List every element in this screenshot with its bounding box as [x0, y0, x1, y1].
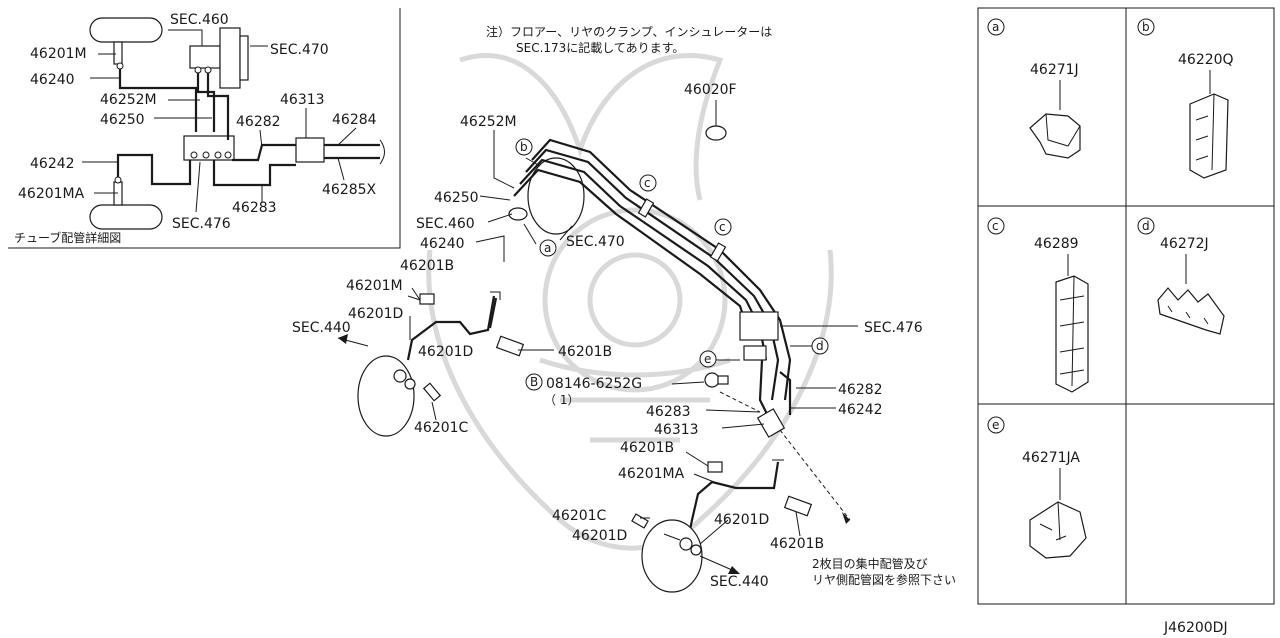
label-46201d-upper: 46201D — [348, 306, 403, 322]
svg-text:d: d — [816, 339, 824, 353]
inset-label-46240: 46240 — [30, 72, 75, 88]
label-46240: 46240 — [420, 236, 465, 252]
bolt-label-group: B 08146-6252G （ 1） — [525, 373, 642, 407]
part-letter-c: c — [992, 219, 999, 233]
callout-e-main: e — [699, 350, 717, 368]
label-sec476: SEC.476 — [864, 320, 923, 336]
part-letter-d: d — [1142, 219, 1150, 233]
label-46201ma: 46201MA — [618, 466, 685, 482]
label-46201b-upper: 46201B — [400, 258, 454, 274]
inset-label-46242: 46242 — [30, 156, 75, 172]
diagram-id: J46200DJ — [1163, 620, 1228, 636]
part-letter-e: e — [992, 418, 999, 432]
label-46201b-upper-2: 46201B — [558, 344, 612, 360]
note-line-1: 注）フロアー、リヤのクランプ、インシュレーターは — [486, 24, 772, 39]
svg-text:e: e — [704, 352, 711, 366]
part-number-46272j: 46272J — [1160, 236, 1209, 252]
label-bolt-08146-6252g: 08146-6252G — [546, 376, 642, 392]
part-number-46289: 46289 — [1034, 236, 1079, 252]
svg-text:B: B — [530, 375, 538, 389]
inset-label-46285x: 46285X — [322, 182, 377, 198]
callout-c-main-1: c — [639, 174, 657, 192]
rear-note-line-2: リヤ側配管図を参照下さい — [812, 572, 956, 587]
label-46201c-upper: 46201C — [414, 420, 469, 436]
svg-text:a: a — [544, 241, 551, 255]
label-46201d-lower: 46201D — [572, 528, 627, 544]
label-46201b-lower: 46201B — [620, 440, 674, 456]
label-sec470: SEC.470 — [566, 234, 625, 250]
label-46282: 46282 — [838, 382, 883, 398]
label-46201b-lower-2: 46201B — [770, 536, 824, 552]
inset-label-46283: 46283 — [232, 200, 277, 216]
inset-label-sec470: SEC.470 — [270, 42, 329, 58]
part-cell-d: d 46272J — [1137, 217, 1225, 335]
label-sec440-lower: SEC.440 — [710, 574, 769, 590]
label-46313: 46313 — [654, 422, 699, 438]
inset-panel — [8, 8, 401, 249]
main-piping-drawing — [337, 100, 858, 593]
inset-caption: チューブ配管詳細図 — [14, 230, 121, 245]
label-46201d-upper-2: 46201D — [418, 344, 473, 360]
parts-grid: a 46271J b 46220Q c 46289 d — [977, 7, 1275, 605]
part-cell-b: b 46220Q — [1137, 18, 1234, 179]
label-bolt-qty: （ 1） — [544, 393, 579, 407]
rear-note-line-1: 2枚目の集中配管及び — [812, 556, 928, 571]
part-cell-c: c 46289 — [987, 217, 1089, 393]
part-letter-b: b — [1142, 20, 1150, 34]
inset-label-46250: 46250 — [100, 112, 145, 128]
label-46252m: 46252M — [460, 114, 517, 130]
svg-text:c: c — [719, 220, 726, 234]
note-line-2: SEC.173に記載してあります。 — [516, 40, 684, 55]
callout-a-main: a — [539, 239, 557, 257]
part-letter-a: a — [992, 20, 999, 34]
label-46250: 46250 — [434, 190, 479, 206]
inset-label-46201ma: 46201MA — [18, 186, 85, 202]
inset-label-46252m: 46252M — [100, 92, 157, 108]
callout-d-main: d — [811, 337, 829, 355]
label-46201c-lower: 46201C — [552, 508, 607, 524]
callout-c-main-2: c — [714, 218, 732, 236]
part-number-46220q: 46220Q — [1178, 52, 1234, 68]
inset-label-46284: 46284 — [332, 112, 377, 128]
svg-text:b: b — [520, 140, 528, 154]
inset-label-46313: 46313 — [280, 92, 325, 108]
part-number-46271ja: 46271JA — [1022, 450, 1080, 466]
label-46201m: 46201M — [346, 278, 403, 294]
watermark-emblem — [426, 53, 834, 551]
svg-text:c: c — [644, 176, 651, 190]
part-number-46271j: 46271J — [1030, 62, 1079, 78]
inset-label-sec460: SEC.460 — [170, 12, 229, 28]
inset-label-sec476: SEC.476 — [172, 216, 231, 232]
part-cell-a: a 46271J — [987, 18, 1081, 159]
inset-label-46201m: 46201M — [30, 46, 87, 62]
callout-b-main: b — [515, 138, 533, 156]
label-46242: 46242 — [838, 402, 883, 418]
label-46020f: 46020F — [684, 82, 737, 98]
label-46201d-lower-2: 46201D — [714, 512, 769, 528]
part-cell-e: e 46271JA — [987, 416, 1087, 559]
inset-label-46282: 46282 — [236, 114, 281, 130]
label-sec460: SEC.460 — [416, 216, 475, 232]
label-46283: 46283 — [646, 404, 691, 420]
label-sec440-upper: SEC.440 — [292, 320, 351, 336]
